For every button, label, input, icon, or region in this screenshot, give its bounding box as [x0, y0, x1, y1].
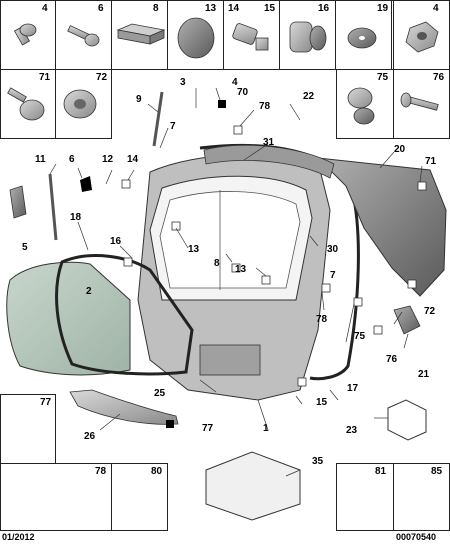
callout-2: 2: [86, 286, 92, 297]
callout-31: 31: [263, 137, 275, 148]
bolt-icon: [7, 87, 45, 121]
part-num-76: 76: [433, 72, 445, 83]
callout-5: 5: [22, 242, 28, 253]
part-num-14: 14: [228, 3, 240, 14]
part-num-15: 15: [264, 3, 276, 14]
leader-lines: [49, 87, 423, 477]
callout-18: 18: [70, 212, 82, 223]
footer-ref: 00070540: [396, 532, 437, 542]
part-num-4: 4: [42, 3, 48, 14]
callout-7b: 7: [330, 270, 336, 281]
hinge: [9, 185, 27, 219]
callout-13a: 13: [188, 244, 200, 255]
callout-78: 78: [259, 101, 271, 112]
part-num-80-box: 80: [151, 466, 163, 477]
part-cell-8: [112, 0, 168, 70]
gas-strut: [48, 91, 164, 241]
callout-1: 1: [263, 423, 269, 434]
part-cell-14: [224, 0, 280, 70]
washer-icon: [347, 27, 377, 49]
lock-mechanism: [393, 305, 421, 335]
callout-20: 20: [394, 144, 406, 155]
window-seal: [55, 254, 194, 376]
part-cell-71: [0, 69, 56, 139]
label-box: [121, 125, 427, 387]
tailgate-body: [137, 154, 331, 401]
connector-block: [387, 399, 427, 441]
callout-8: 8: [214, 258, 220, 269]
callout-6: 6: [69, 154, 75, 165]
callout-78b: 78: [316, 314, 328, 325]
callout-76: 76: [386, 354, 398, 365]
part-cell-78: [0, 463, 112, 531]
rear-window-glass: [6, 261, 131, 376]
part-num-6: 6: [98, 3, 104, 14]
callout-7: 7: [170, 121, 176, 132]
part-num-81-box: 81: [375, 466, 387, 477]
callout-22: 22: [303, 91, 315, 102]
callout-9: 9: [136, 94, 142, 105]
callout-17: 17: [347, 383, 359, 394]
screw-icon: [67, 25, 100, 47]
pad-icon: [116, 23, 166, 45]
callout-14: 14: [127, 154, 139, 165]
bumper-icon: [289, 21, 327, 53]
part-box-77: [0, 394, 56, 464]
part-num-77-box: 77: [40, 397, 52, 408]
callout-26: 26: [84, 431, 96, 442]
screw-icon: [13, 23, 37, 46]
part-num-72: 72: [96, 72, 108, 83]
callout-16: 16: [110, 236, 122, 247]
callout-71: 71: [425, 156, 437, 167]
callout-30: 30: [327, 244, 339, 255]
callout-15: 15: [316, 397, 328, 408]
callout-75: 75: [354, 331, 366, 342]
cap-nut-icon: [347, 87, 375, 125]
callout-4: 4: [232, 77, 238, 88]
part-cell-75: [336, 69, 394, 139]
part-num-13: 13: [205, 3, 217, 14]
callout-12: 12: [102, 154, 114, 165]
lower-trim: [69, 389, 179, 425]
parts-bottom-left: [0, 463, 168, 531]
part-cell-13: [168, 0, 224, 70]
part-num-85-box: 85: [431, 466, 443, 477]
inner-trim-panel: [316, 157, 447, 297]
part-cell-15: [280, 0, 336, 70]
part-num-4b: 4: [433, 3, 439, 14]
callout-21: 21: [418, 369, 430, 380]
top-trim: [203, 144, 335, 179]
callout-72: 72: [424, 306, 436, 317]
part-cell-81: [336, 463, 394, 531]
callout-23: 23: [346, 425, 358, 436]
callout-25: 25: [154, 388, 166, 399]
grommet-icon: [63, 89, 97, 119]
callout-70: 70: [237, 87, 249, 98]
plug-icon: [177, 17, 215, 59]
clips-bag: [205, 451, 301, 521]
callout-11: 11: [35, 154, 46, 165]
footer-date: 01/2012: [2, 532, 35, 542]
marker: [80, 100, 226, 428]
callout-3: 3: [180, 77, 186, 88]
part-num-16: 16: [318, 3, 330, 14]
part-num-71: 71: [39, 72, 51, 83]
callout-35: 35: [312, 456, 324, 467]
part-num-78-box: 78: [95, 466, 107, 477]
part-num-75: 75: [377, 72, 389, 83]
clip-icon: [232, 23, 269, 51]
nut-icon: [405, 21, 439, 53]
callout-77: 77: [202, 423, 214, 434]
part-num-19: 19: [377, 3, 389, 14]
callout-13b: 13: [235, 264, 247, 275]
part-num-8: 8: [153, 3, 159, 14]
rivet-icon: [400, 92, 439, 111]
